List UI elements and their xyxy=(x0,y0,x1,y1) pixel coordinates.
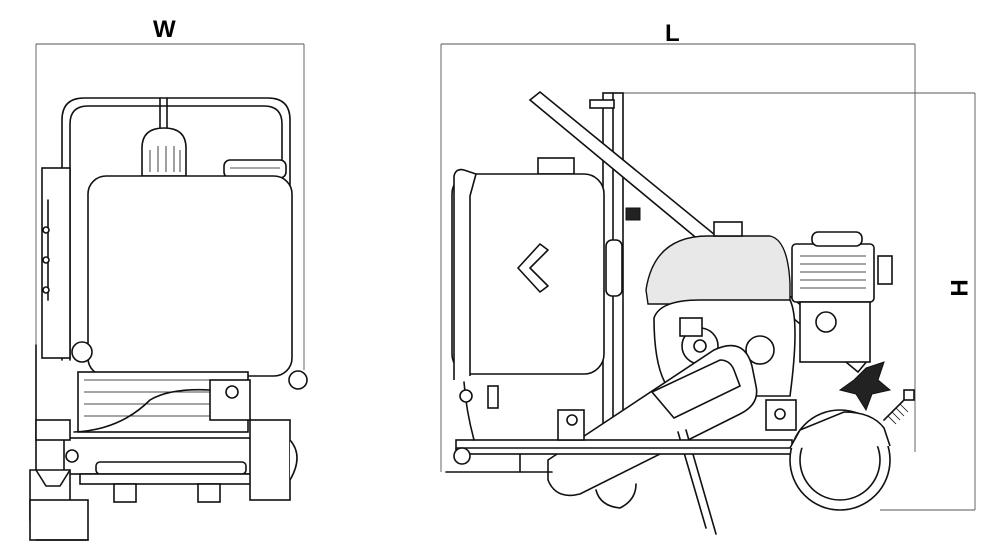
side-water-valve xyxy=(459,381,499,441)
length-label: L xyxy=(665,20,680,47)
side-blade-guard xyxy=(547,344,758,535)
front-water-hose xyxy=(73,388,211,433)
side-view xyxy=(440,43,976,535)
length-dimension-line xyxy=(440,43,916,472)
height-label: H xyxy=(946,279,974,297)
side-air-filter xyxy=(791,231,893,363)
front-water-tank xyxy=(87,175,293,377)
height-dimension-line xyxy=(622,92,976,511)
side-spring-handle xyxy=(883,389,915,425)
front-view xyxy=(29,43,308,541)
side-rear-wheel xyxy=(789,409,891,511)
side-water-tank xyxy=(451,157,605,380)
side-base-frame xyxy=(445,399,797,473)
front-base-frame xyxy=(63,370,308,503)
front-engine xyxy=(71,341,251,433)
front-blade-foot xyxy=(29,419,89,541)
width-label: W xyxy=(153,16,176,43)
width-dimension-line xyxy=(35,43,305,370)
front-air-filter xyxy=(141,127,187,177)
side-depth-knob xyxy=(838,361,892,412)
